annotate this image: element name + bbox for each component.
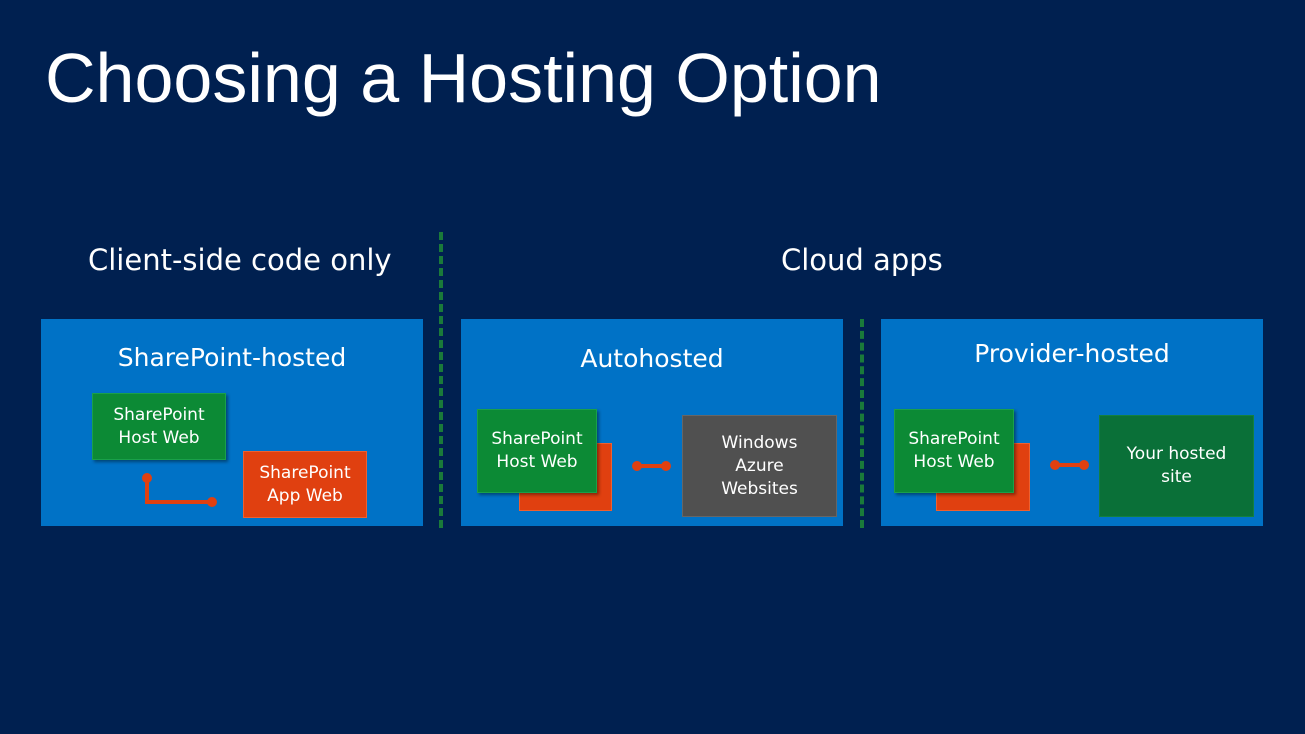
section-label-client-side: Client-side code only: [88, 243, 392, 277]
azure-websites-box: Windows Azure Websites: [682, 415, 837, 517]
app-web-box: SharePoint App Web: [243, 451, 367, 518]
panel-sharepoint-hosted: SharePoint-hosted SharePoint Host Web Sh…: [41, 319, 423, 526]
provider-hosted-connector: [1050, 460, 1089, 470]
host-web-label: SharePoint Host Web: [908, 429, 1000, 472]
host-web-box: SharePoint Host Web: [894, 409, 1014, 493]
panel-title-autohosted: Autohosted: [580, 344, 724, 373]
azure-websites-label: Windows Azure Websites: [721, 432, 798, 499]
divider-cloud-options: [860, 319, 864, 528]
hosted-site-box: Your hosted site: [1099, 415, 1254, 517]
autohosted-connector: [632, 461, 671, 471]
panel-provider-hosted: Provider-hosted SharePoint Host Web Your…: [881, 319, 1263, 526]
app-web-label: SharePoint App Web: [259, 462, 351, 506]
panel-title-sharepoint-hosted: SharePoint-hosted: [117, 343, 347, 372]
host-web-label: SharePoint Host Web: [113, 404, 205, 448]
slide-title: Choosing a Hosting Option: [45, 39, 882, 117]
host-web-box: SharePoint Host Web: [477, 409, 597, 493]
section-label-cloud-apps: Cloud apps: [781, 243, 943, 277]
hosted-site-label: Your hosted site: [1126, 444, 1227, 487]
host-web-label: SharePoint Host Web: [491, 429, 583, 472]
host-app-connector: [142, 473, 217, 507]
divider-client-cloud: [439, 232, 443, 528]
panel-autohosted: Autohosted SharePoint Host Web Windows A…: [461, 319, 843, 526]
host-web-box: SharePoint Host Web: [92, 393, 226, 460]
panel-title-provider-hosted: Provider-hosted: [974, 339, 1170, 368]
